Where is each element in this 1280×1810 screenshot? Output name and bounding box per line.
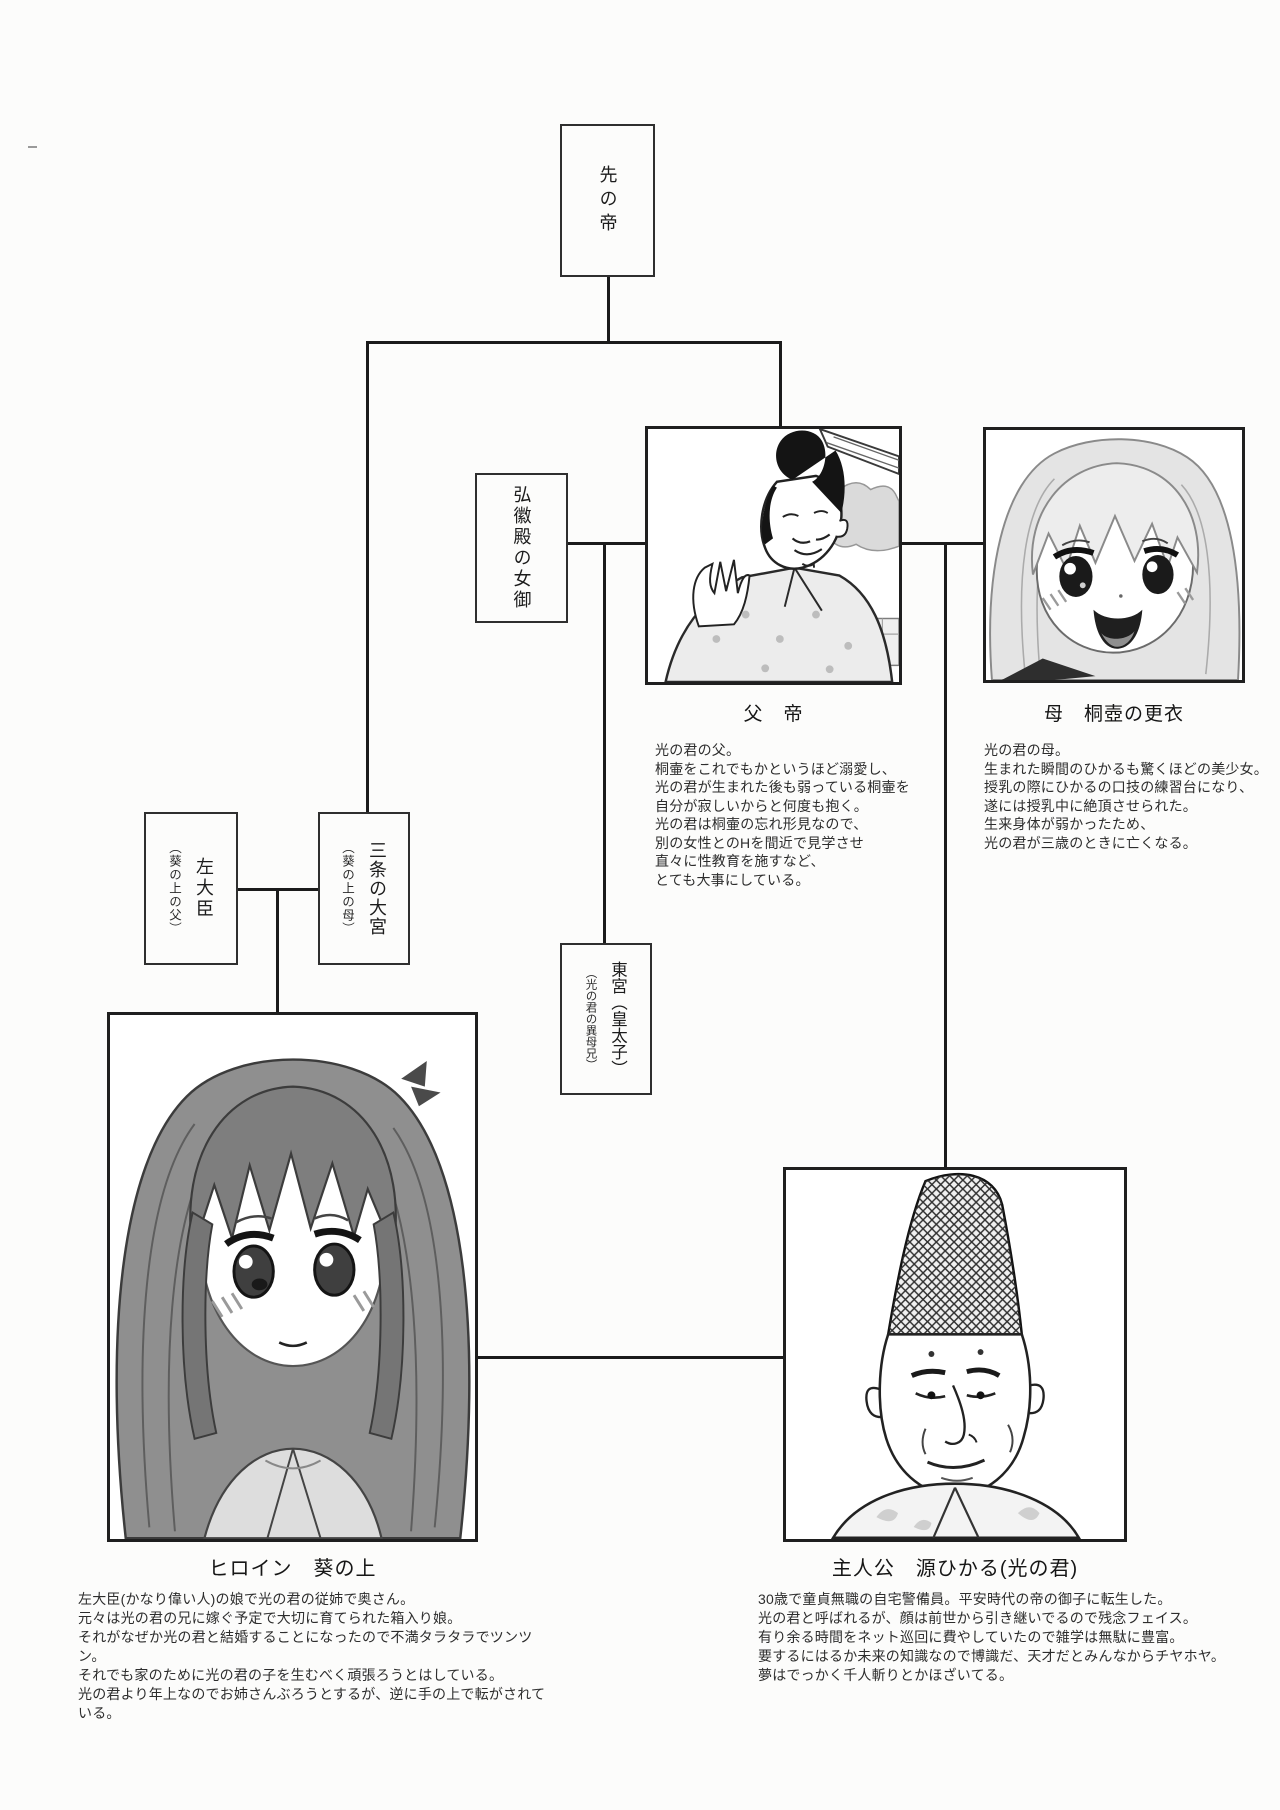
father-description: 光の君の父。 桐壷をこれでもかというほど溺愛し、 光の君が生まれた後も弱っている… (655, 742, 910, 888)
protagonist-portrait-image (830, 1172, 1081, 1539)
father-portrait-image (664, 429, 899, 682)
node-sanjo-omiya: 三条の大宮 （葵の上の母） (318, 812, 410, 965)
connector-father-mother (902, 542, 983, 545)
connector-to-crown-prince (603, 545, 606, 943)
mother-description: 光の君の母。 生まれた瞬間のひかるも驚くほどの美少女。 授乳の際にひかるの口技の… (984, 742, 1268, 851)
connector-top-horizontal (366, 341, 782, 344)
heroine-portrait-image (115, 1058, 471, 1539)
node-previous-emperor: 先の帝 (560, 124, 655, 277)
node-previous-emperor-label: 先の帝 (597, 164, 618, 237)
node-minister-of-left-sublabel: （葵の上の父） (167, 841, 181, 936)
connector-to-heroine (276, 891, 279, 1012)
heroine-description: 左大臣(かなり偉い人)の娘で光の君の従姉で奥さん。 元々は光の君の兄に嫁ぐ予定で… (78, 1591, 546, 1721)
connector-to-father-portrait (779, 344, 782, 426)
protagonist-portrait (783, 1167, 1127, 1542)
connector-heroine-protagonist (478, 1356, 783, 1359)
protagonist-description: 30歳で童貞無職の自宅警備員。平安時代の帝の御子に転生した。 光の君と呼ばれるが… (758, 1591, 1226, 1683)
node-crown-prince: 東宮（皇太子） （光の君の異母兄） (560, 943, 652, 1095)
mother-portrait (983, 427, 1245, 683)
node-crown-prince-label: 東宮（皇太子） (608, 961, 627, 1077)
node-kokiden-consort: 弘徽殿の女御 (475, 473, 568, 623)
node-sanjo-omiya-sublabel: （葵の上の母） (340, 841, 354, 936)
scan-artifact-dash (28, 146, 37, 148)
connector-minister-sanjo (238, 888, 318, 891)
connector-to-protagonist (944, 545, 947, 1167)
heroine-portrait (107, 1012, 478, 1542)
protagonist-label: 主人公 源ひかる(光の君) (831, 1558, 1079, 1580)
node-crown-prince-sublabel: （光の君の異母兄） (584, 967, 597, 1071)
node-sanjo-omiya-label: 三条の大宮 (367, 841, 387, 936)
connector-kokiden-father (568, 542, 645, 545)
node-kokiden-consort-label: 弘徽殿の女御 (511, 485, 532, 611)
mother-portrait-image (989, 438, 1241, 680)
father-label: 父 帝 (743, 704, 804, 725)
node-minister-of-left-label: 左大臣 (194, 857, 214, 920)
connector-prev-emperor-down (607, 277, 610, 341)
mother-label: 母 桐壺の更衣 (1043, 704, 1184, 725)
heroine-label: ヒロイン 葵の上 (208, 1558, 377, 1580)
connector-to-sanjo-omiya (366, 344, 369, 812)
father-portrait (645, 426, 902, 685)
node-minister-of-left: 左大臣 （葵の上の父） (144, 812, 238, 965)
